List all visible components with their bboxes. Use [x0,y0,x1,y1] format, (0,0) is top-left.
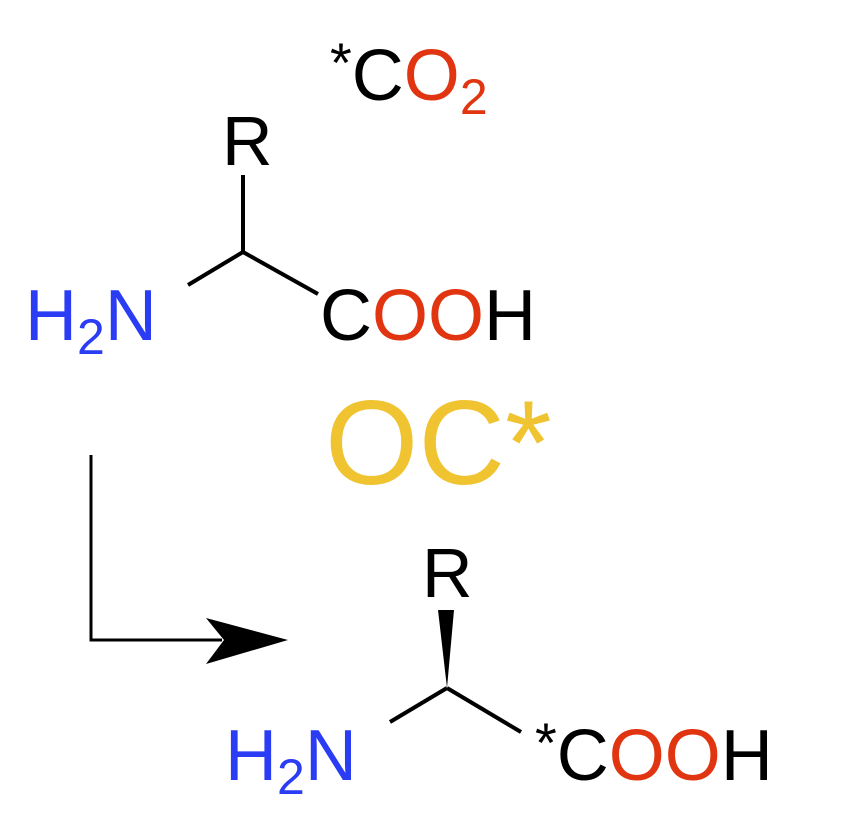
co2-star: * [330,31,352,94]
co2-carbon: C [352,36,404,116]
co2-label: *CO2 [330,31,488,125]
product-acid-c: C [557,716,609,796]
reactant-acid: COOH [320,276,536,356]
product-amine-n: N [305,716,357,796]
reaction-arrow-line [89,455,222,642]
catalyst-label: OC* [325,376,552,510]
product-bond-c [445,686,523,734]
product-acid-h: H [721,716,773,796]
product-amine-sub: 2 [277,749,305,805]
product-acid: *COOH [535,711,773,796]
reactant-amine-h: H [25,276,77,356]
reactant-acid-c: C [320,276,372,356]
product-acid-oo: OO [609,716,721,796]
reactant-amine-n: N [105,276,157,356]
product-amine-h: H [225,716,277,796]
reactant-amine: H2N [25,276,157,365]
reactant-acid-oo: OO [372,276,484,356]
reactant-amine-sub: 2 [77,309,105,365]
product-r-group: R [422,534,473,612]
co2-oxygen: O [404,36,460,116]
product-acid-star: * [535,711,557,774]
reactant-acid-h: H [484,276,536,356]
co2-subscript: 2 [460,69,488,125]
reactant-bond-c [242,250,319,296]
reactant-r-group: R [222,102,273,180]
product-wedge-bond [438,610,454,688]
reactant-bond-n [186,250,245,287]
product-bond-n [388,686,449,724]
product-amine: H2N [225,716,357,805]
reaction-arrow-head [206,618,288,664]
